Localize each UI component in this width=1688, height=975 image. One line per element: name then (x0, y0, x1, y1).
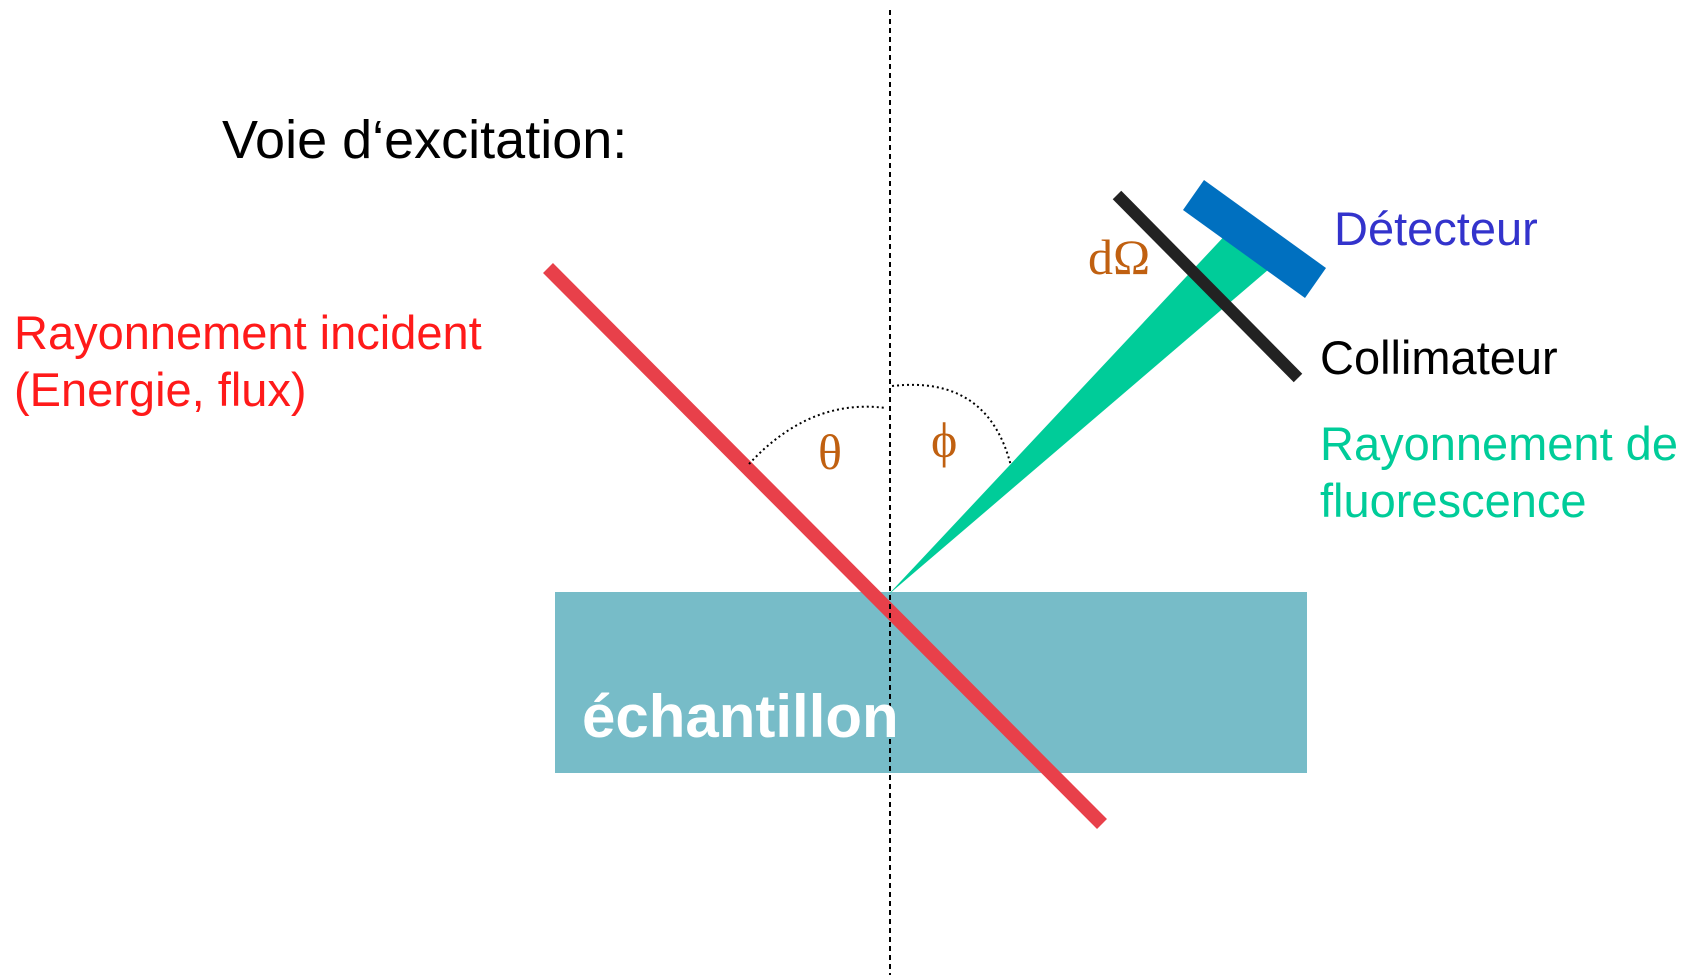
fluorescence-label-line2: fluorescence (1320, 474, 1587, 527)
incident-beam (543, 263, 1107, 829)
diagram-title: Voie d‘excitation: (222, 110, 627, 170)
incident-label-line1: Rayonnement incident (14, 306, 482, 359)
sample-block (555, 592, 1307, 773)
theta-arc (748, 405, 887, 465)
collimator-label: Collimateur (1320, 331, 1558, 384)
detector (1183, 180, 1326, 298)
theta-label: θ (818, 424, 842, 480)
incident-label-line2: (Energie, flux) (14, 363, 307, 416)
solid-angle-label: dΩ (1088, 229, 1150, 285)
fluorescence-label-line1: Rayonnement de (1320, 417, 1678, 470)
phi-label: ϕ (931, 412, 957, 468)
phi-arc (891, 383, 1012, 467)
fluorescence-cone (888, 229, 1275, 595)
sample-label: échantillon (582, 683, 899, 750)
collimator-bar (1112, 190, 1303, 383)
detector-label: Détecteur (1334, 202, 1538, 255)
